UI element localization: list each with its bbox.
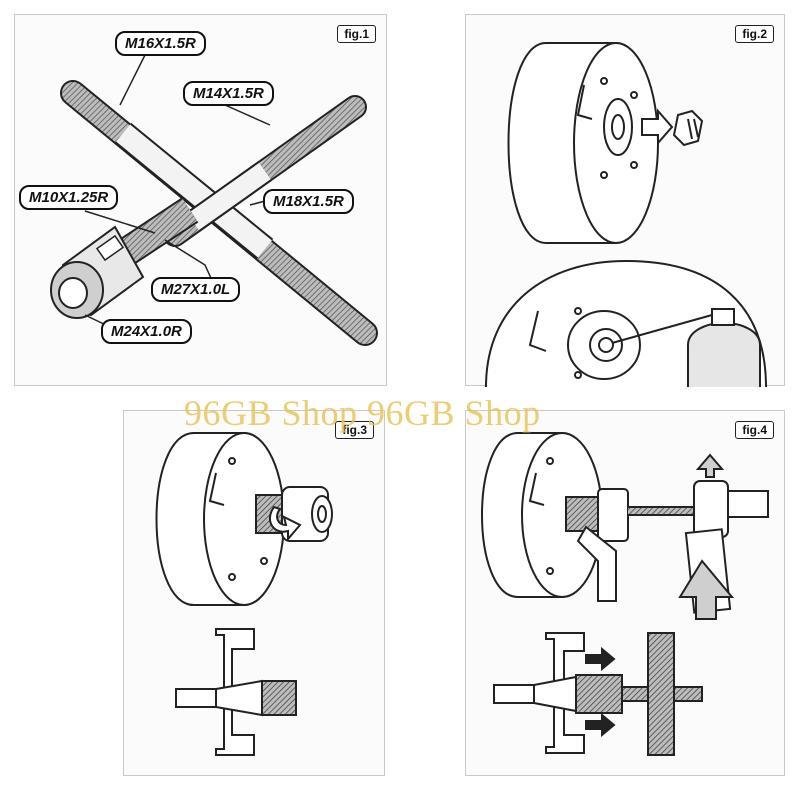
- thread-label-m10: M10X1.25R: [19, 185, 118, 210]
- thread-label-m14: M14X1.5R: [183, 81, 274, 106]
- figure-label: fig.1: [337, 25, 376, 43]
- figure-1-panel: fig.1 M16X1.5R M14X1.5R M10X1.25R M18X1.…: [14, 14, 387, 386]
- puller-insertion-illustration: [124, 411, 386, 777]
- thread-label-m16: M16X1.5R: [115, 31, 206, 56]
- thread-label-m18: M18X1.5R: [263, 189, 354, 214]
- puller-extraction-illustration: [466, 411, 786, 777]
- figure-label: fig.2: [735, 25, 774, 43]
- figure-label: fig.4: [735, 421, 774, 439]
- thread-label-m24: M24X1.0R: [101, 319, 192, 344]
- flywheel-nut-removal-illustration: [466, 15, 786, 387]
- shop-watermark: 96GB Shop 96GB Shop: [184, 392, 541, 434]
- figure-3-panel: fig.3: [123, 410, 385, 776]
- thread-label-m27: M27X1.0L: [151, 277, 240, 302]
- figure-4-panel: fig.4: [465, 410, 785, 776]
- wrench-bar-cross: [175, 107, 355, 235]
- figure-2-panel: fig.2: [465, 14, 785, 386]
